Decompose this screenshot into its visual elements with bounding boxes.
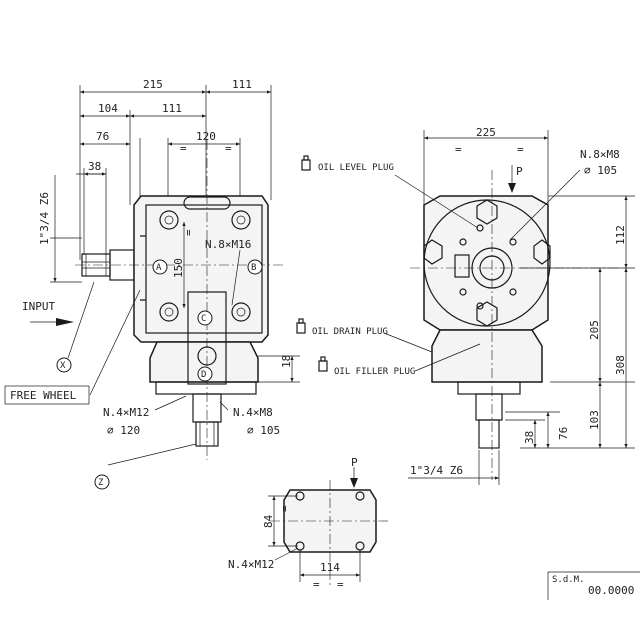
circle-d: D — [201, 370, 206, 380]
flange-view — [268, 467, 390, 585]
dim-308: 308 — [614, 355, 627, 375]
dim-38-left: 38 — [88, 160, 101, 173]
callout-dia105-a: ⌀ 105 — [247, 424, 280, 437]
dim-225: 225 — [476, 126, 496, 139]
shaft-spec-right: 1"3/4 Z6 — [410, 464, 463, 477]
circle-z: Z — [98, 478, 104, 488]
eq-mark-e: = — [517, 143, 524, 156]
oil-filler-label: OIL FILLER PLUG — [334, 367, 415, 377]
eq-mark-g: = — [313, 578, 320, 591]
callout-n4m12-a: N.4×M12 — [103, 406, 149, 419]
dim-103: 103 — [588, 410, 601, 430]
input-label: INPUT — [22, 300, 55, 313]
callout-dia105-b: ⌀ 105 — [584, 164, 617, 177]
circle-c: C — [201, 314, 206, 324]
dim-150: 150 — [172, 258, 185, 278]
dim-104: 104 — [98, 102, 118, 115]
side-view — [4, 85, 300, 490]
oil-drain-label: OIL DRAIN PLUG — [312, 327, 388, 337]
eq-mark-d: = — [455, 143, 462, 156]
dim-205: 205 — [588, 320, 601, 340]
front-view — [296, 130, 635, 485]
callout-n8m16: N.8×M16 — [205, 238, 251, 251]
callout-dia120: ⌀ 120 — [107, 424, 140, 437]
dim-38-right: 38 — [523, 431, 536, 444]
eq-mark-b: = — [225, 142, 232, 155]
oil-level-label: OIL LEVEL PLUG — [318, 163, 394, 173]
dim-111-top: 111 — [232, 78, 252, 91]
dim-120: 120 — [196, 130, 216, 143]
p-label-top: P — [516, 165, 523, 178]
dim-114: 114 — [320, 561, 340, 574]
dim-18: 18 — [280, 355, 293, 368]
eq-mark-a: = — [180, 142, 187, 155]
shaft-spec-left: 1"3/4 Z6 — [38, 192, 51, 245]
dim-111-mid: 111 — [162, 102, 182, 115]
circle-b: B — [251, 263, 256, 273]
eq-mark-f: = — [278, 505, 291, 512]
title-code: 00.0000 — [588, 584, 634, 597]
eq-mark-h: = — [337, 578, 344, 591]
free-wheel-box — [4, 385, 90, 405]
circle-a: A — [156, 263, 162, 273]
dim-112: 112 — [614, 225, 627, 245]
dim-76-right: 76 — [557, 427, 570, 440]
title-maker: S.d.M. — [552, 575, 585, 585]
free-wheel-label: FREE WHEEL — [10, 389, 77, 402]
callout-n8m8: N.8×M8 — [580, 148, 620, 161]
callout-n4m8: N.4×M8 — [233, 406, 273, 419]
dim-215: 215 — [143, 78, 163, 91]
dim-84: 84 — [262, 514, 275, 528]
callout-n4m12-b: N.4×M12 — [228, 558, 274, 571]
eq-mark-c: = — [182, 229, 195, 236]
p-label-bottom: P — [351, 456, 358, 469]
circle-x: X — [60, 361, 66, 371]
dim-76-left: 76 — [96, 130, 109, 143]
